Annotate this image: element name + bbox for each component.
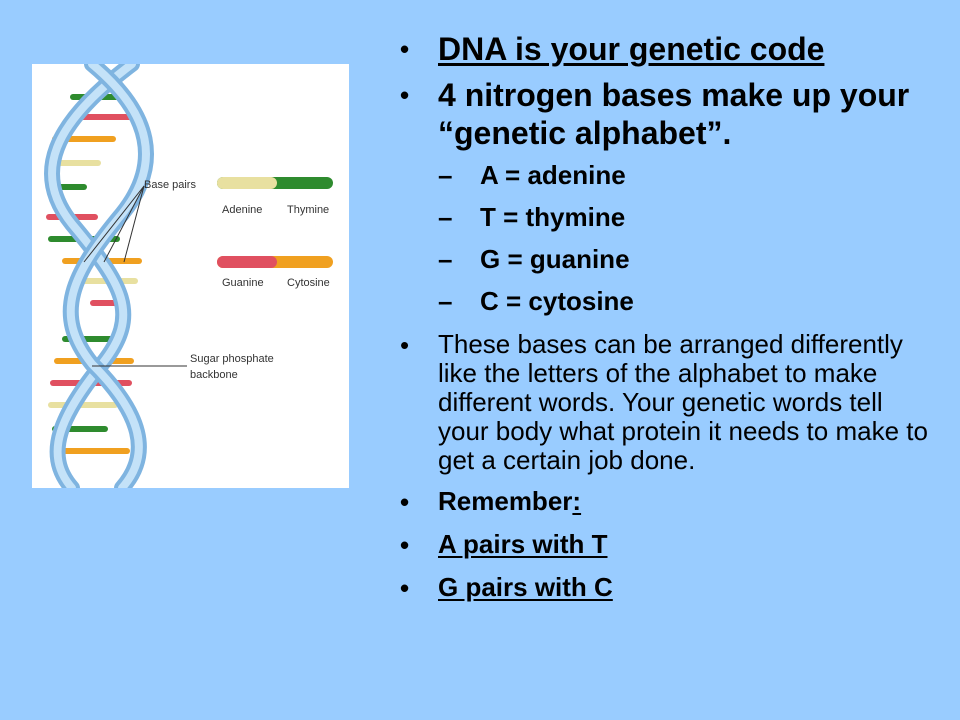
label-sugar-phosphate: Sugar phosphate <box>190 353 274 365</box>
sub-item-thymine: – T = thymine <box>438 202 940 232</box>
bullet-text: Remember <box>438 486 573 516</box>
dna-helix-diagram: Base pairs Adenine Thymine Guanine Cytos… <box>44 64 333 488</box>
bullet-text: A pairs with T <box>438 529 608 559</box>
bullet-nitrogen-bases: • 4 nitrogen bases make up your “genetic… <box>400 76 940 152</box>
sub-item-cytosine: – C = cytosine <box>438 286 940 316</box>
bullet-text: 4 nitrogen bases make up your “genetic a… <box>438 77 910 151</box>
label-cytosine: Cytosine <box>287 277 330 289</box>
bullet-text: G pairs with C <box>438 572 613 602</box>
label-backbone: backbone <box>190 369 238 381</box>
bullet-icon: • <box>400 487 410 517</box>
bullet-icon: • <box>400 330 410 360</box>
bullet-remember: • Remember: <box>400 487 940 516</box>
label-base-pairs: Base pairs <box>144 179 196 191</box>
label-adenine: Adenine <box>222 204 262 216</box>
sub-item-adenine: – A = adenine <box>438 160 940 190</box>
bullet-icon: • <box>400 34 410 64</box>
sub-item-guanine: – G = guanine <box>438 244 940 274</box>
bullet-list: • DNA is your genetic code • 4 nitrogen … <box>400 30 940 152</box>
label-thymine: Thymine <box>287 204 329 216</box>
sugar-phosphate-backbone <box>44 64 154 488</box>
dna-helix-figure: Base pairs Adenine Thymine Guanine Cytos… <box>32 64 349 488</box>
bullet-g-pairs-c: • G pairs with C <box>400 573 940 602</box>
bullet-icon: • <box>400 530 410 560</box>
dash-icon: – <box>438 202 453 232</box>
bullet-text: DNA is your genetic code <box>438 31 825 67</box>
bullet-colon: : <box>572 486 582 516</box>
sub-item-text: C = cytosine <box>480 286 634 316</box>
pointer-lines <box>83 185 187 367</box>
bullet-icon: • <box>400 80 410 110</box>
sub-item-text: T = thymine <box>480 202 626 232</box>
sub-item-text: G = guanine <box>480 244 630 274</box>
bullet-a-pairs-t: • A pairs with T <box>400 530 940 559</box>
bullet-list-continued: • These bases can be arranged differentl… <box>400 330 940 602</box>
bullet-text: These bases can be arranged differently … <box>438 329 928 475</box>
base-definitions-list: – A = adenine – T = thymine – G = guanin… <box>400 160 940 316</box>
dash-icon: – <box>438 286 453 316</box>
legend-adenine-bar <box>217 177 277 189</box>
bullet-icon: • <box>400 573 410 603</box>
slide-text: • DNA is your genetic code • 4 nitrogen … <box>400 30 940 616</box>
sub-item-text: A = adenine <box>480 160 626 190</box>
legend-guanine-bar <box>217 256 277 268</box>
bullet-arrangement: • These bases can be arranged differentl… <box>400 330 940 475</box>
bullet-dna-genetic-code: • DNA is your genetic code <box>400 30 940 68</box>
label-guanine: Guanine <box>222 277 264 289</box>
dash-icon: – <box>438 160 453 190</box>
dash-icon: – <box>438 244 453 274</box>
